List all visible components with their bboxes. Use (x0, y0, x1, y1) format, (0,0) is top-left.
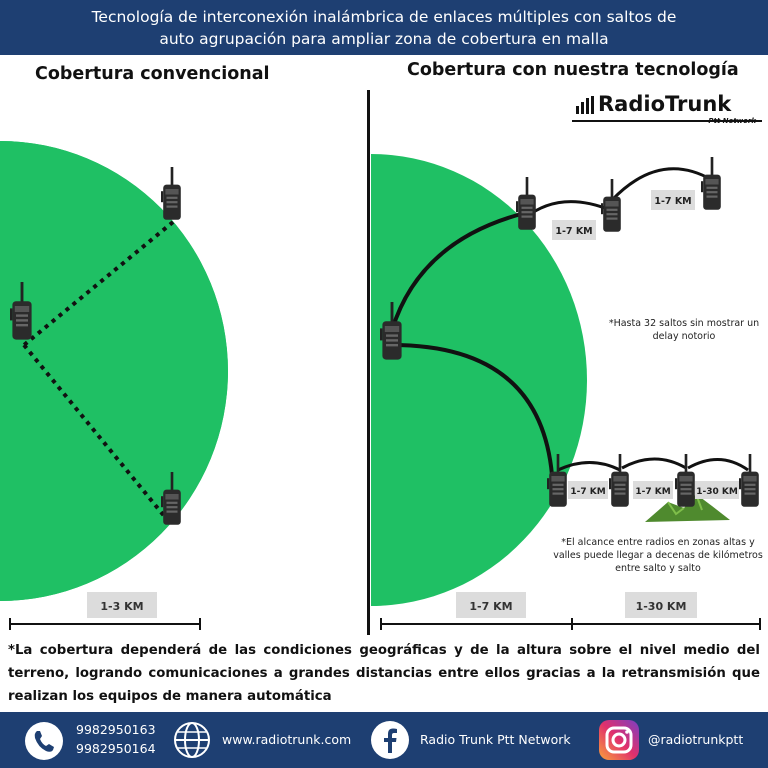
hop-label-top-1: 1-7 KM (555, 226, 592, 237)
instagram-link[interactable]: @radiotrunkptt (648, 732, 744, 747)
right-range-label-2-box (625, 592, 697, 618)
right-section-title: Cobertura con nuestra tecnología (407, 60, 739, 80)
facebook-link[interactable]: Radio Trunk Ptt Network (420, 732, 571, 747)
left-range-label-box (87, 592, 157, 618)
right-radio-bottom-4 (739, 454, 759, 507)
logo-subtitle: Ptt Network (708, 117, 756, 125)
hop-label-top-2: 1-7 KM (654, 196, 691, 207)
left-range-label: 1-3 KM (100, 600, 143, 613)
logo-name: RadioTrunk (598, 92, 732, 116)
right-radio-top-2 (601, 179, 621, 232)
website-link[interactable]: www.radiotrunk.com (222, 732, 352, 747)
hop-label-bottom-1: 1-7 KM (570, 487, 605, 497)
logo-underline (572, 120, 762, 122)
section-divider (367, 90, 370, 635)
hop-label-bottom-2-box (633, 481, 673, 499)
hop-label-top-2-box (651, 190, 695, 210)
footnote: *La cobertura dependerá de las condicion… (8, 643, 760, 704)
right-link-bottom-3 (687, 458, 749, 472)
header-line-1: Tecnología de interconexión inalámbrica … (91, 8, 677, 26)
right-link-bottom-1 (557, 461, 621, 472)
right-radio-bottom-3 (675, 454, 695, 507)
note-hops: *Hasta 32 saltos sin mostrar un delay no… (608, 318, 760, 342)
hop-label-bottom-1-box (568, 481, 608, 499)
left-radio-top (161, 167, 181, 220)
right-range-label-1-box (456, 592, 526, 618)
hop-label-top-1-box (552, 220, 596, 240)
left-coverage-area-body (0, 141, 228, 601)
left-section-title: Cobertura convencional (35, 64, 270, 84)
instagram-icon[interactable] (598, 719, 640, 761)
right-link-bottom-2 (621, 457, 687, 470)
globe-icon[interactable] (172, 720, 212, 760)
note-range: *El alcance entre radios en zonas altas … (553, 537, 763, 574)
right-radio-top-1 (516, 177, 536, 230)
header-line-2: auto agrupación para ampliar zona de cob… (159, 30, 609, 48)
signal-bars-icon (576, 96, 594, 114)
radiotrunk-logo: RadioTrunk Ptt Network (572, 92, 762, 126)
phone-number-1[interactable]: 9982950163 (76, 722, 156, 737)
hop-label-bottom-3: 1-30 KM (696, 487, 738, 497)
right-link-top-1 (524, 200, 611, 220)
right-radio-bottom-2 (609, 454, 629, 507)
right-link-up (390, 211, 526, 331)
facebook-icon[interactable] (370, 720, 410, 760)
phone-icon[interactable] (24, 721, 64, 761)
right-link-down (391, 343, 554, 476)
header-banner: Tecnología de interconexión inalámbrica … (0, 0, 768, 55)
footer-bar: 9982950163 9982950164 www.radiotrunk.com… (0, 712, 768, 768)
mountain-icon (645, 494, 730, 522)
hop-label-bottom-3-box (695, 481, 739, 499)
right-range-label-2: 1-30 KM (636, 600, 687, 613)
left-link-bottom (22, 343, 167, 519)
right-radio-top-3 (701, 157, 721, 210)
right-range-label-1: 1-7 KM (469, 600, 512, 613)
hop-label-bottom-2: 1-7 KM (635, 487, 670, 497)
right-link-top-2 (610, 167, 713, 202)
phone-number-2[interactable]: 9982950164 (76, 741, 156, 756)
